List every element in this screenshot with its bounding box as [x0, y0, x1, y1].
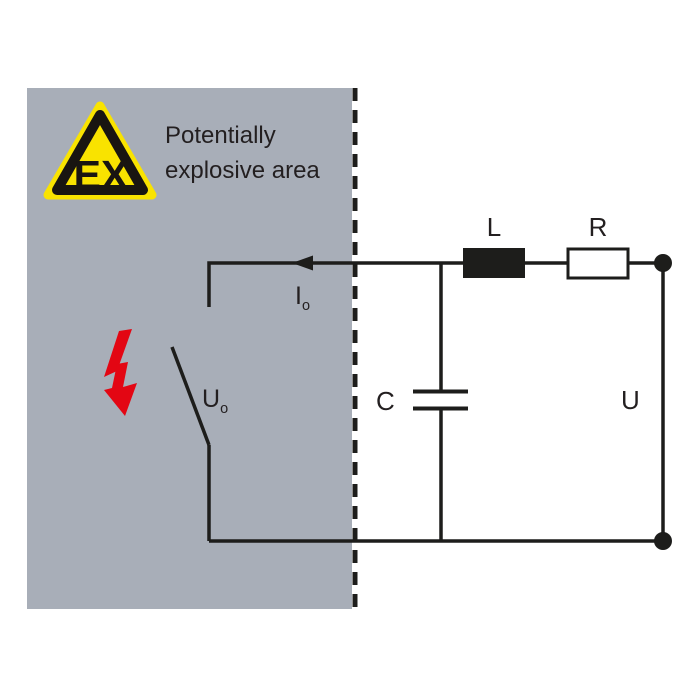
zone-caption-line2: explosive area	[165, 157, 320, 184]
capacitor-label: C	[376, 386, 395, 416]
node-dot-top	[654, 254, 672, 272]
lightning-top-bar	[104, 329, 132, 377]
output-voltage-sub: o	[220, 401, 229, 417]
output-voltage-label: Uo	[202, 385, 228, 417]
resistor-label: R	[588, 212, 608, 242]
ex-label: EX	[74, 152, 129, 198]
output-current-base: I	[295, 282, 302, 310]
zone-caption-line1: Potentially	[165, 122, 276, 149]
ex-triangle-band	[52, 110, 148, 195]
lightning-arrow-shaft	[104, 362, 137, 416]
node-dot-bottom	[654, 532, 672, 550]
current-arrow-icon	[292, 255, 313, 271]
resistor-box	[566, 247, 630, 280]
output-current-label: Io	[295, 282, 310, 314]
ex-warning-icon: EX	[43, 101, 157, 200]
switch-blade	[170, 346, 211, 446]
zone-caption: Potentially explosive area	[165, 118, 320, 188]
lightning-flash-icon	[104, 329, 137, 416]
inductor-label: L	[486, 212, 502, 242]
output-current-sub: o	[301, 298, 311, 314]
right-bottom-wire	[209, 263, 665, 543]
inductor-box	[463, 248, 525, 278]
output-voltage-base: U	[202, 385, 221, 413]
supply-voltage-label: U	[621, 385, 640, 415]
